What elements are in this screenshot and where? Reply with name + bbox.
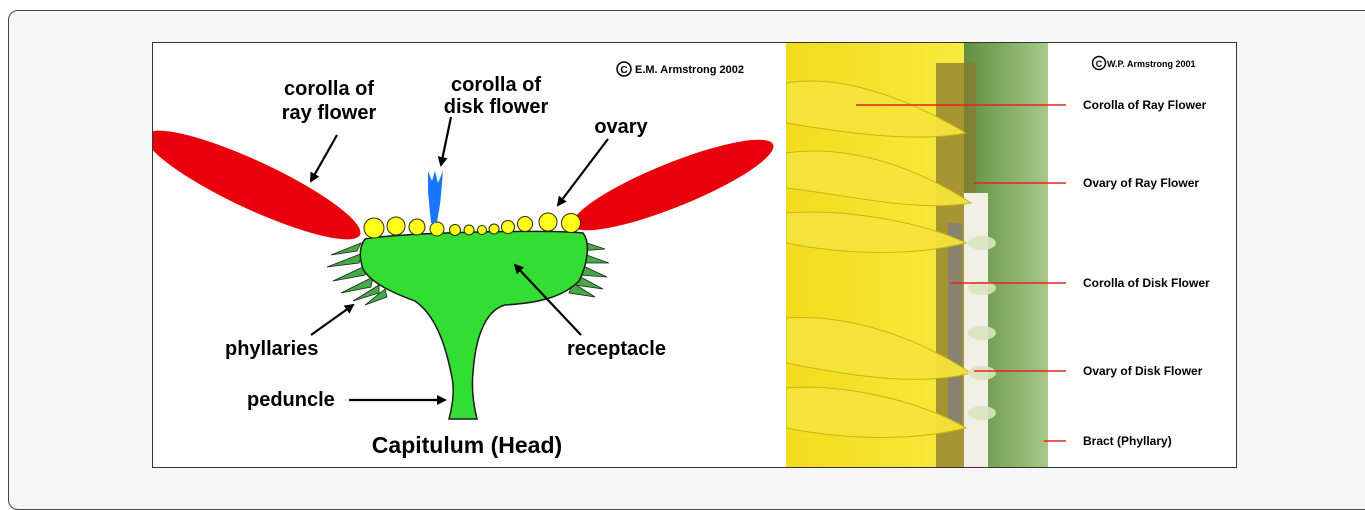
label-phyllaries: phyllaries bbox=[225, 338, 318, 360]
arrow-corolla-disk bbox=[441, 117, 451, 165]
receptacle-shape bbox=[360, 231, 587, 419]
photo-label-corolla-ray: Corolla of Ray Flower bbox=[1083, 98, 1207, 112]
left-copyright: C E.M. Armstrong 2002 bbox=[617, 62, 744, 76]
label-peduncle: peduncle bbox=[247, 389, 335, 411]
left-copyright-text: E.M. Armstrong 2002 bbox=[635, 64, 744, 76]
photo-label-bract: Bract (Phyllary) bbox=[1083, 434, 1172, 448]
ray-petal-right bbox=[565, 124, 782, 246]
sunflower-photo-panel: C W.P. Armstrong 2001 Corolla of Ray Flo… bbox=[786, 43, 1236, 467]
photo-label-ovary-disk: Ovary of Disk Flower bbox=[1083, 364, 1203, 378]
label-ovary: ovary bbox=[594, 116, 648, 138]
label-receptacle: receptacle bbox=[567, 338, 666, 360]
photo-label-corolla-disk: Corolla of Disk Flower bbox=[1083, 276, 1210, 290]
copyright-symbol: C bbox=[620, 65, 627, 76]
label-corolla-disk-1: corolla of bbox=[451, 74, 541, 96]
label-corolla-disk-2: disk flower bbox=[444, 96, 549, 118]
arrow-corolla-ray bbox=[311, 135, 337, 181]
copyright-symbol: C bbox=[1096, 59, 1103, 69]
label-corolla-ray-2: ray flower bbox=[282, 102, 377, 124]
arrow-ovary bbox=[558, 139, 608, 205]
ray-petal-left bbox=[153, 113, 370, 256]
diagram-caption: Capitulum (Head) bbox=[372, 432, 562, 458]
disk-corolla-shape bbox=[428, 171, 443, 223]
label-corolla-ray-1: corolla of bbox=[284, 78, 374, 100]
photo-image bbox=[786, 43, 1048, 467]
right-copyright-text: W.P. Armstrong 2001 bbox=[1107, 59, 1196, 69]
arrow-phyllaries bbox=[311, 305, 353, 335]
right-copyright: C W.P. Armstrong 2001 bbox=[1093, 57, 1196, 70]
photo-label-ovary-ray: Ovary of Ray Flower bbox=[1083, 176, 1199, 190]
capitulum-figure: C E.M. Armstrong 2002 bbox=[152, 42, 1237, 468]
capitulum-diagram: C E.M. Armstrong 2002 bbox=[153, 43, 786, 467]
